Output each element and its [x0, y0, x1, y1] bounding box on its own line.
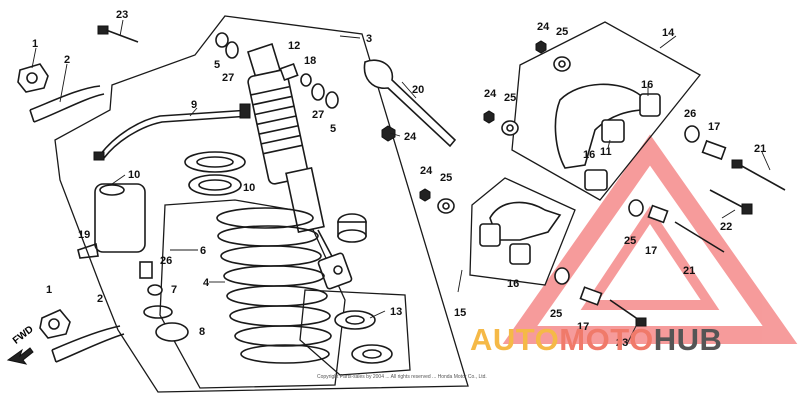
- clamp-part-1-bottom: [39, 309, 71, 339]
- callout-1-bottom: 1: [46, 284, 52, 296]
- callout-2-top: 2: [64, 54, 70, 66]
- callout-24-top: 24: [537, 21, 550, 33]
- callout-16-top: 16: [641, 79, 653, 91]
- shock-absorber-part-3: [247, 42, 353, 290]
- callout-22: 22: [720, 221, 732, 233]
- callout-19: 19: [78, 229, 90, 241]
- callout-5-right: 5: [330, 123, 336, 135]
- fwd-arrow-icon: [6, 347, 34, 365]
- hose-part-9: [93, 103, 251, 161]
- bolt-part-26: [139, 261, 153, 279]
- callout-20: 20: [412, 84, 424, 96]
- callout-2-bottom: 2: [97, 293, 103, 305]
- upper-shock-hardware: [215, 32, 339, 109]
- band-part-2-bottom: [51, 325, 125, 363]
- nut-part-24-wrench: [381, 125, 396, 142]
- callout-25-bottom: 25: [550, 308, 562, 320]
- callout-16-bottom: 16: [507, 278, 519, 290]
- cap-part-8: [155, 322, 189, 342]
- callout-24-low: 24: [420, 165, 433, 177]
- callout-25-top: 25: [556, 26, 568, 38]
- copyright-note: Copyright Parts-sales by 2004 ... All ri…: [317, 374, 487, 380]
- band-part-2-top: [29, 85, 105, 123]
- watermark-logo: AUTOMOTOHUB: [470, 322, 722, 358]
- callout-21-bottom: 21: [683, 265, 695, 277]
- watermark-word-auto: AUTO: [470, 322, 560, 357]
- nuts-washers-group: [419, 40, 571, 214]
- callout-9: 9: [191, 99, 197, 111]
- spanner-wrench-part-20: [363, 59, 457, 148]
- callout-14: 14: [662, 27, 675, 39]
- callout-12: 12: [288, 40, 300, 52]
- callout-23-top: 23: [116, 9, 128, 21]
- callout-6: 6: [200, 245, 206, 257]
- collar-part-13: [334, 310, 393, 364]
- watermark-word-hub: HUB: [653, 322, 723, 357]
- callout-13: 13: [390, 306, 402, 318]
- reservoir-part-10: [94, 183, 146, 253]
- callout-7: 7: [171, 284, 177, 296]
- adjuster-ring-part-10: [184, 151, 246, 196]
- collar-group-frame: [299, 289, 411, 376]
- callout-25-low: 25: [440, 172, 452, 184]
- callout-10-reservoir: 10: [128, 169, 140, 181]
- lower-link-frame: [469, 177, 576, 286]
- callout-1-top: 1: [32, 38, 38, 50]
- spring-part-4: [216, 207, 332, 364]
- bracket-part-19: [77, 242, 99, 259]
- upper-link-frame: [511, 21, 701, 201]
- shock-link-part-15: [479, 201, 562, 265]
- callout-8: 8: [199, 326, 205, 338]
- callout-25-center: 25: [624, 235, 636, 247]
- watermark-triangle-icon: [502, 134, 798, 344]
- callout-17-right: 17: [708, 121, 720, 133]
- watermark-word-moto: MOTO: [559, 322, 654, 357]
- leader-lines: [31, 19, 771, 345]
- callout-11: 11: [600, 146, 612, 158]
- bushing-near-shock: [337, 213, 367, 243]
- nut-part-7: [147, 284, 163, 296]
- callout-17-center: 17: [645, 245, 657, 257]
- callout-18: 18: [304, 55, 316, 67]
- callout-15: 15: [454, 307, 466, 319]
- callout-4: 4: [203, 277, 210, 289]
- shock-assembly-frame: [54, 15, 469, 393]
- callout-26-left: 26: [160, 255, 172, 267]
- callout-5-left: 5: [214, 59, 220, 71]
- callout-24-wrench: 24: [404, 131, 417, 143]
- callout-17-bottom: 17: [577, 321, 589, 333]
- callout-21-top: 21: [754, 143, 766, 155]
- callout-25-mid: 25: [504, 92, 516, 104]
- callout-24-mid: 24: [484, 88, 497, 100]
- callout-23-bottom: 23: [616, 337, 628, 349]
- callout-27-right: 27: [312, 109, 324, 121]
- callout-3: 3: [366, 33, 372, 45]
- callout-16-mid: 16: [583, 149, 595, 161]
- clamp-part-1-top: [17, 63, 49, 93]
- callout-10-ring: 10: [243, 182, 255, 194]
- shock-arm-part-14: [554, 83, 661, 191]
- callout-27-left: 27: [222, 72, 234, 84]
- bolt-part-23-top: [97, 25, 139, 43]
- callout-25-right: 26: [684, 108, 696, 120]
- pivot-hardware-group: [554, 125, 786, 327]
- oring-part-8: [143, 305, 173, 319]
